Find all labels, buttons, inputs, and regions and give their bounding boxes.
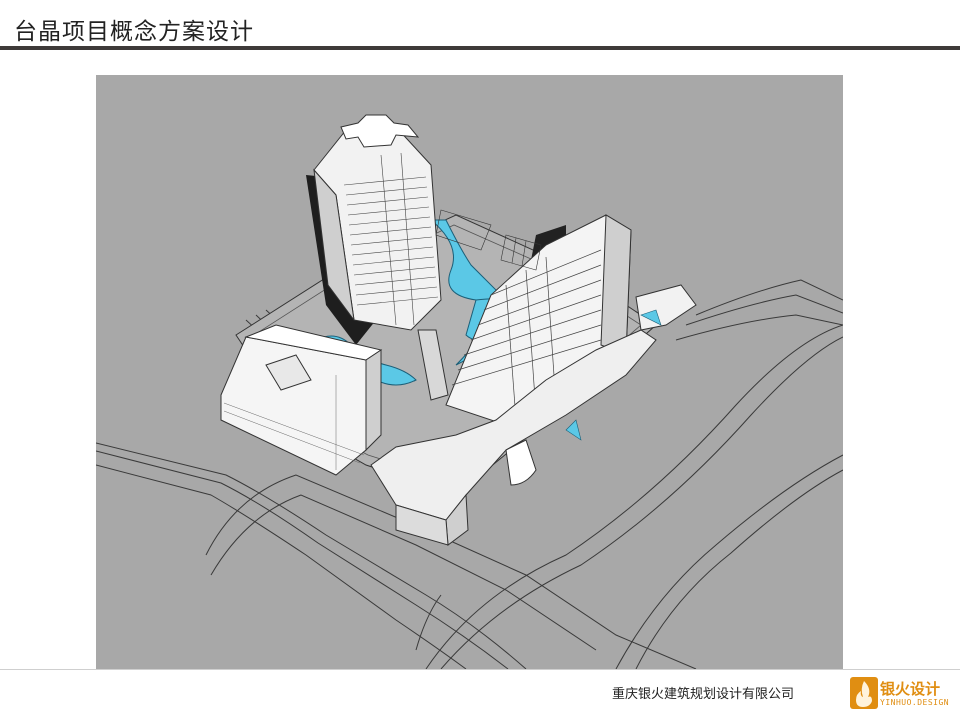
curved-podium	[370, 284, 697, 546]
slide-title: 台晶项目概念方案设计	[14, 19, 254, 45]
office-block	[220, 324, 383, 476]
water-channel-north	[429, 219, 508, 366]
title-divider	[0, 46, 960, 50]
rooftop-unit	[265, 354, 312, 391]
central-axis-walkway	[417, 329, 449, 401]
highrise-tower	[313, 114, 442, 331]
company-logo: 银火设计 YINHUO.DESIGN	[850, 677, 950, 713]
architectural-render	[96, 75, 843, 669]
company-name: 重庆银火建筑规划设计有限公司	[612, 687, 795, 702]
flame-logo-icon	[850, 677, 878, 709]
logo-subtext: YINHUO.DESIGN	[880, 698, 950, 707]
north-court	[435, 209, 542, 271]
footer-divider	[0, 669, 960, 670]
architectural-render-icon	[96, 114, 843, 669]
logo-text: 银火设计	[880, 680, 941, 698]
